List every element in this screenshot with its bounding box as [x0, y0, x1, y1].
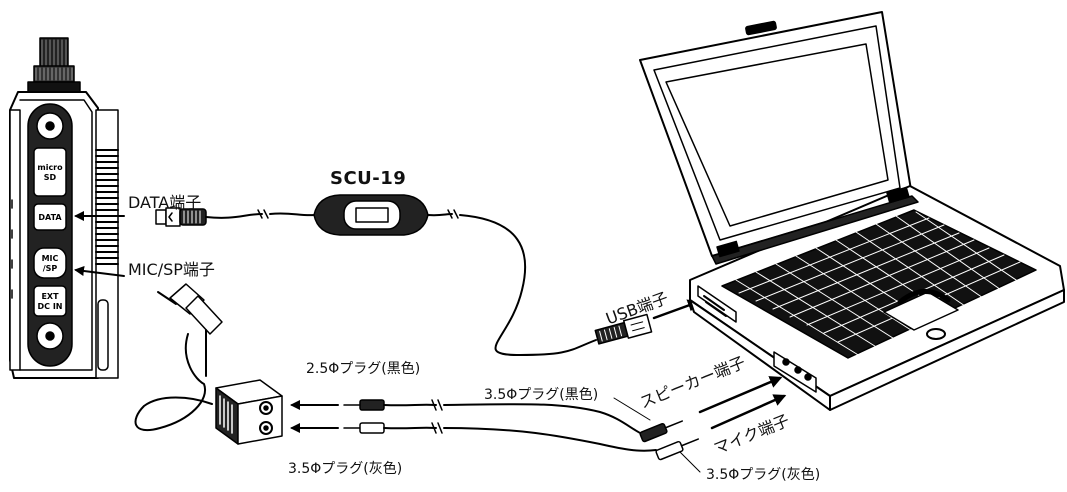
mic-port-arrow: [710, 394, 787, 430]
mic-sp-cable: [134, 333, 213, 432]
laptop-computer: [639, 11, 1065, 411]
speaker-port-arrow: [698, 376, 783, 414]
radio-grille: [95, 109, 119, 379]
plug-35-gray-right-label: 3.5Φプラグ(灰色): [706, 467, 821, 483]
mic-sp-port-arrow: [74, 266, 125, 277]
radio-button-mic-sp: MIC/SP: [42, 254, 59, 273]
usb-cable: [459, 214, 597, 356]
plug-adapter-box: [215, 379, 283, 445]
scu19-interface-box: [313, 194, 429, 236]
plug-25-black: [343, 399, 443, 411]
mic-sp-port-label: MIC/SP端子: [128, 260, 215, 279]
mic-cable: [443, 427, 657, 452]
data-port-label: DATA端子: [128, 193, 202, 212]
plug-35-gray-right: [655, 438, 700, 461]
plug-35-gray: [343, 422, 443, 434]
speaker-cable: [443, 403, 643, 435]
usb-plug: [594, 313, 653, 345]
plug-35-black: [639, 420, 684, 443]
plug-35-gray-left-label: 3.5Φプラグ(灰色): [288, 461, 403, 477]
radio-knob: [27, 37, 81, 95]
laptop-side-ports: [697, 285, 817, 393]
mic-sp-plug: [157, 283, 223, 377]
plug-25-black-label: 2.5Φプラグ(黒色): [306, 361, 421, 377]
plug-35-black-label: 3.5Φプラグ(黒色): [484, 387, 599, 403]
scu19-label: SCU-19: [330, 168, 407, 189]
radio-button-data: DATA: [38, 213, 62, 222]
